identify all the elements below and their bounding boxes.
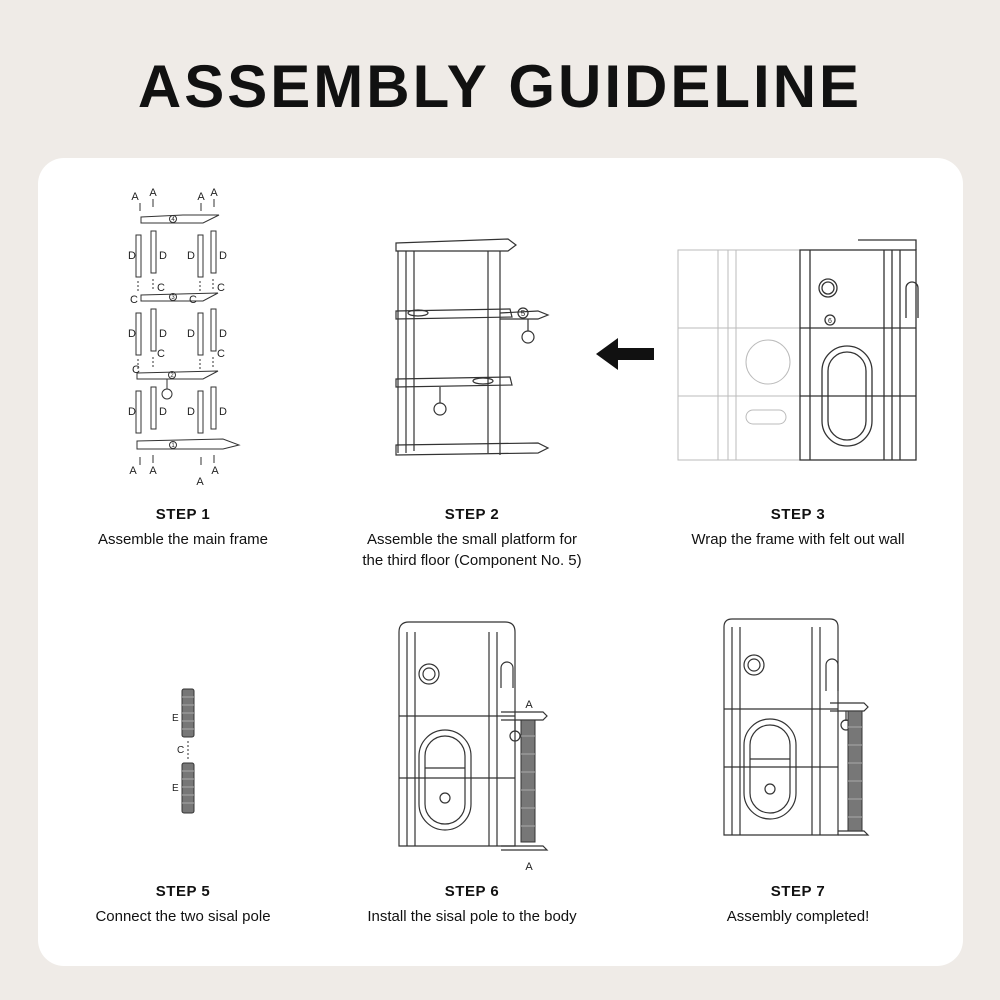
screw-label: A [210,187,218,199]
post-label: D [219,406,227,418]
step-6-label: STEP 6 [444,883,500,900]
step-2: STEP 2 Assemble the small platform for t… [322,506,622,571]
step-1: STEP 1 Assemble the main frame [33,506,333,550]
component-number: 3 [171,295,175,301]
screw-label: A [129,465,137,477]
step-3-description: Wrap the frame with felt out wall [691,531,905,548]
step-3: STEP 3 Wrap the frame with felt out wall [648,506,948,550]
step1-illustration: A A A A D D D D C C C C D D D D C C C D … [128,187,241,488]
screw-label: A [149,465,157,477]
step-6: STEP 6 Install the sisal pole to the bod… [322,883,622,927]
connector-label: C [157,282,165,294]
connector-label: C [157,348,165,360]
step6-illustration: A A [398,621,549,873]
step-2-label: STEP 2 [444,506,500,523]
post-label: D [187,406,195,418]
post-label: D [128,328,136,340]
screw-label: A [211,465,219,477]
screw-label: A [197,191,205,203]
post-label: D [128,250,136,262]
post-label: D [128,406,136,418]
step-2-description-line: the third floor (Component No. 5) [362,552,582,569]
step3-illustration: 6 [677,239,919,461]
screw-label: A [525,699,533,711]
step-3-label: STEP 3 [770,506,826,523]
screw-label: A [149,187,157,199]
arrow-left-icon [596,338,654,370]
step-6-description: Install the sisal pole to the body [367,908,577,925]
component-number: 1 [171,443,175,449]
step-7: STEP 7 Assembly completed! [648,883,948,927]
connector-label: C [130,294,138,306]
screw-label: A [131,191,139,203]
step-2-description-line: Assemble the small platform for [366,531,578,548]
step-2-description: Assemble the small platform for the thir… [322,529,622,571]
post-label: D [187,328,195,340]
post-label: D [159,406,167,418]
step-7-label: STEP 7 [770,883,826,900]
step5-illustration: E C E [172,688,195,814]
connector-label: C [132,364,140,376]
pole-label: E [172,783,179,794]
connector-label: C [217,282,225,294]
connector-label: C [177,745,184,756]
post-label: D [219,250,227,262]
step-7-description: Assembly completed! [726,908,870,925]
step7-illustration [723,618,870,836]
screw-label: A [196,476,204,488]
guide-card: A A A A D D D D C C C C D D D D C C C D … [38,158,963,966]
page-title: ASSEMBLY GUIDELINE [137,53,863,120]
component-number: 2 [170,373,174,379]
post-label: D [187,250,195,262]
component-number: 4 [171,217,175,223]
screw-label: A [525,861,533,873]
post-label: D [159,328,167,340]
step-5-label: STEP 5 [155,883,211,900]
step-5-description: Connect the two sisal pole [95,908,271,925]
step-1-label: STEP 1 [155,506,211,523]
post-label: D [159,250,167,262]
connector-label: C [217,348,225,360]
step-1-description: Assemble the main frame [97,531,269,548]
component-number: 5 [521,309,526,318]
step2-illustration: 5 [395,238,550,456]
step-5: STEP 5 Connect the two sisal pole [33,883,333,927]
post-label: D [219,328,227,340]
connector-label: C [189,294,197,306]
component-number: 6 [828,318,832,325]
pole-label: E [172,713,179,724]
